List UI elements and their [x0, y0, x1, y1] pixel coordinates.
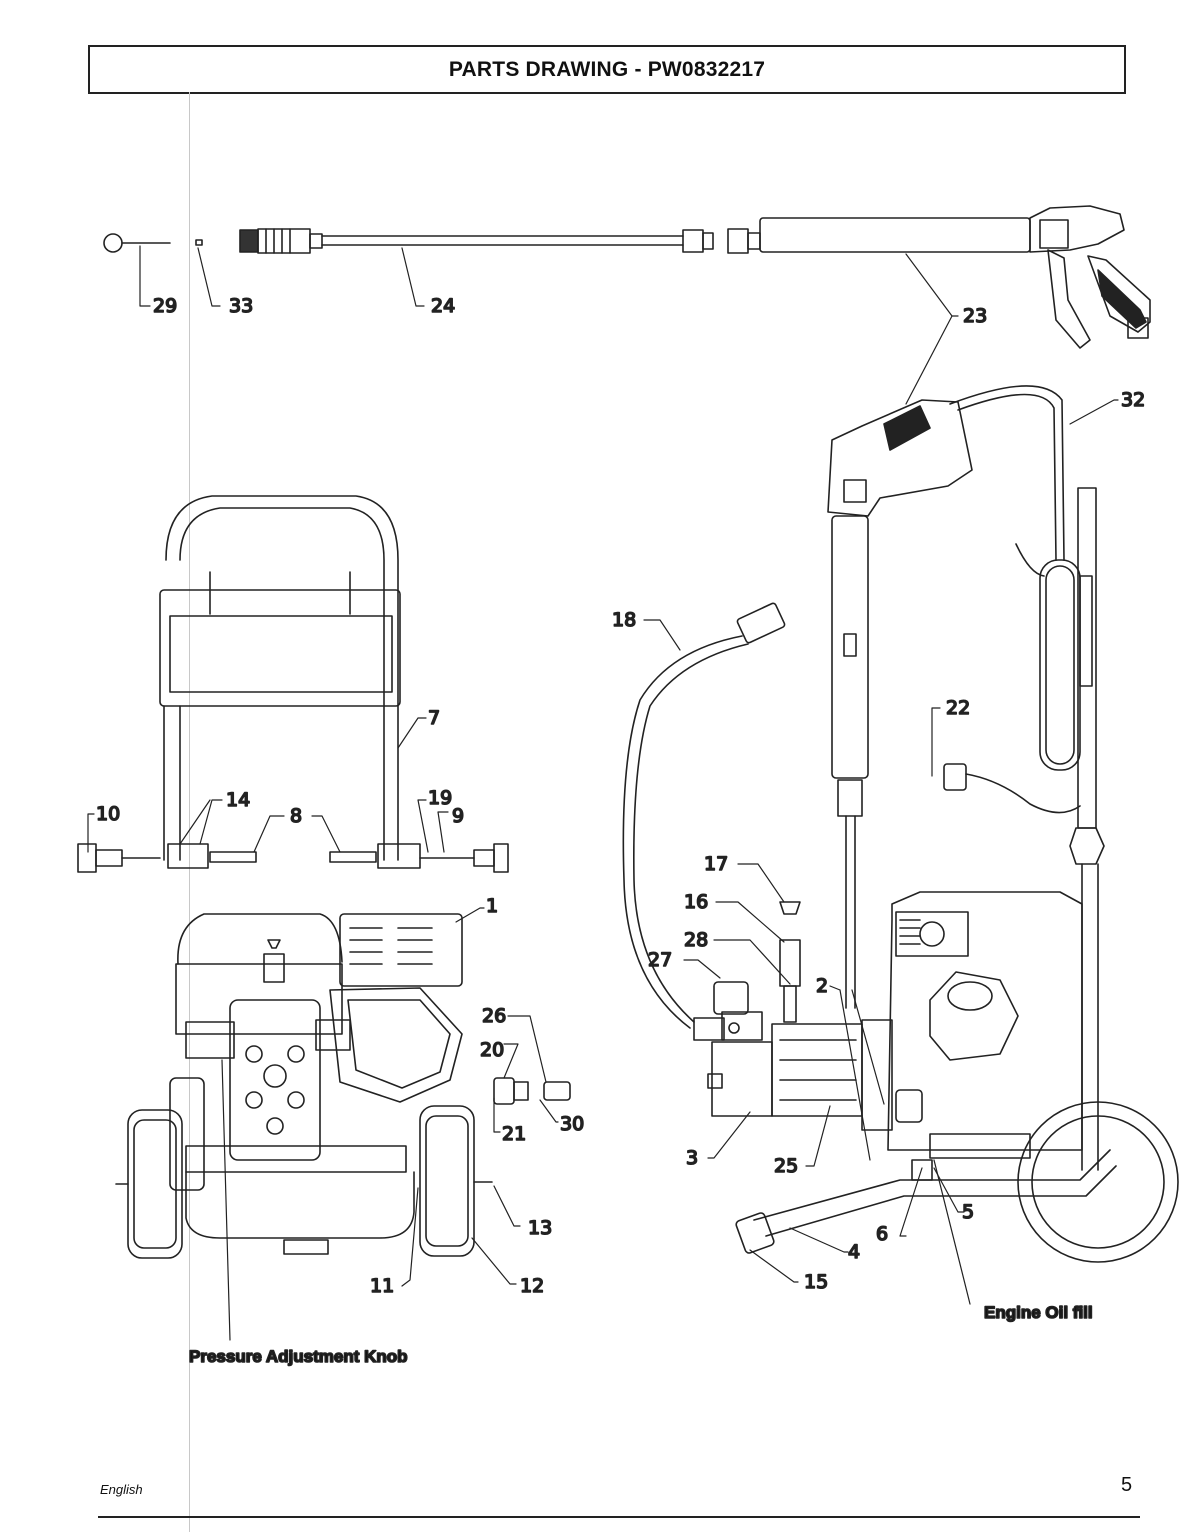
label-part-8: 8	[290, 805, 302, 827]
handle-frame-front	[160, 496, 400, 860]
label-part-4: 4	[848, 1241, 860, 1263]
footer-language: English	[100, 1482, 143, 1497]
label-part-2: 2	[816, 975, 828, 997]
label-part-3: 3	[686, 1147, 698, 1169]
label-part-19: 19	[428, 787, 452, 809]
inlet-hose-part-22	[944, 764, 1080, 813]
engine-oil-fill-callout: Engine Oil fill	[984, 1303, 1093, 1322]
label-part-20: 20	[480, 1039, 504, 1061]
label-part-14: 14	[226, 789, 250, 811]
engine-front	[176, 914, 462, 1102]
label-part-11: 11	[370, 1275, 394, 1297]
label-part-17: 17	[704, 853, 728, 875]
label-part-16: 16	[684, 891, 708, 913]
page-number: 5	[1121, 1474, 1132, 1497]
label-part-22: 22	[946, 697, 970, 719]
wheels-front	[116, 1106, 492, 1258]
label-part-21: 21	[502, 1123, 526, 1145]
spray-gun-part-23-top	[760, 206, 1150, 348]
spacer-part-33	[196, 240, 202, 245]
label-part-26: 26	[482, 1005, 506, 1027]
label-part-6: 6	[876, 1223, 888, 1245]
label-part-27: 27	[648, 949, 672, 971]
label-part-10: 10	[96, 803, 120, 825]
frame-base-side	[735, 1102, 1178, 1262]
label-part-29: 29	[153, 295, 177, 317]
pressure-adjustment-knob-callout: Pressure Adjustment Knob	[189, 1347, 408, 1366]
label-part-33: 33	[229, 295, 253, 317]
label-part-25: 25	[774, 1155, 798, 1177]
label-part-13: 13	[528, 1217, 552, 1239]
label-part-15: 15	[804, 1271, 828, 1293]
label-part-5: 5	[962, 1201, 974, 1223]
label-part-23: 23	[963, 305, 987, 327]
handle-frame-right	[1070, 488, 1104, 1170]
label-part-9: 9	[452, 805, 464, 827]
label-part-18: 18	[612, 609, 636, 631]
label-part-28: 28	[684, 929, 708, 951]
label-part-24: 24	[431, 295, 455, 317]
label-part-7: 7	[428, 707, 440, 729]
label-part-12: 12	[520, 1275, 544, 1297]
pump-front	[170, 1000, 406, 1190]
label-part-1: 1	[486, 895, 498, 917]
engine-side	[888, 892, 1082, 1158]
label-part-30: 30	[560, 1113, 584, 1135]
pump-assembly-part-3	[694, 902, 892, 1130]
pin-part-29	[104, 234, 170, 252]
valve-parts-20-21-26-30	[494, 1078, 570, 1104]
footer-rule	[98, 1516, 1140, 1518]
spray-wand-part-24	[240, 229, 760, 253]
label-part-32: 32	[1121, 389, 1145, 411]
